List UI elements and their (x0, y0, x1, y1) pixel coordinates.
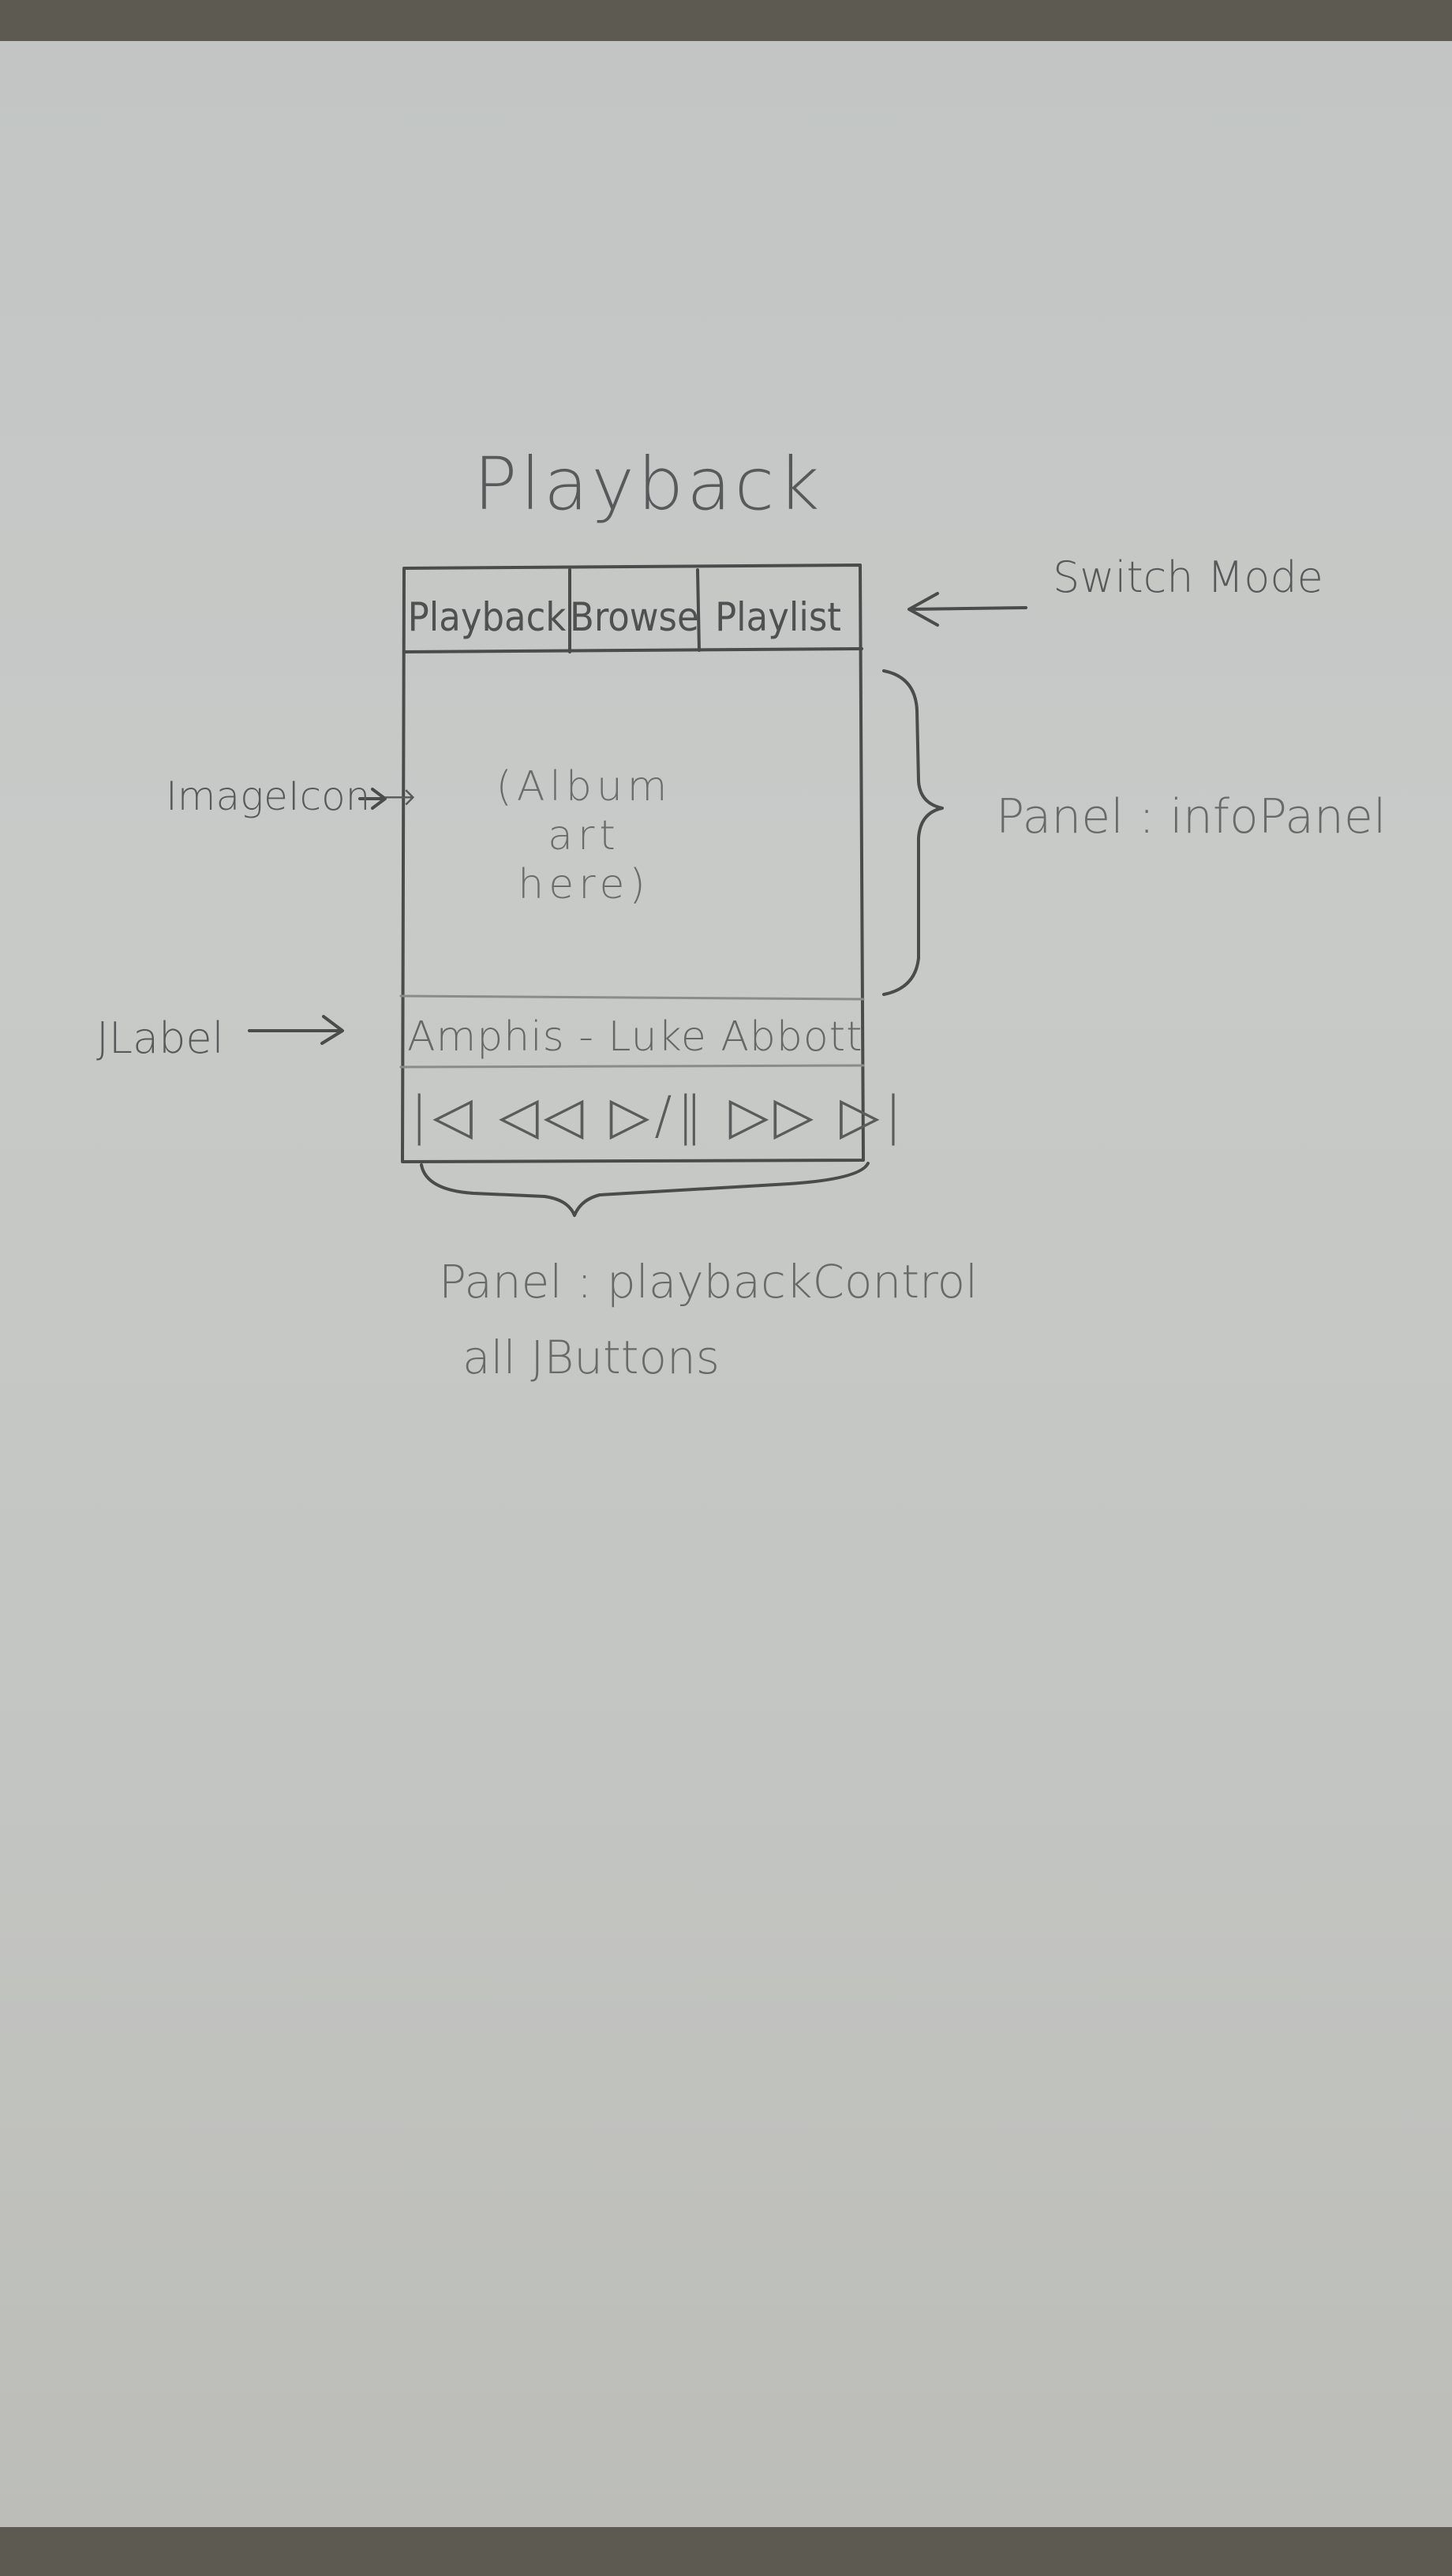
annotation-info-panel: Panel : infoPanel (996, 789, 1387, 844)
tab-separator-2 (696, 568, 701, 652)
switch-mode-arrow (908, 592, 1027, 627)
label-row-top (399, 994, 865, 1001)
frame-outline (401, 564, 865, 1163)
tab-playback[interactable]: Playback (407, 594, 567, 640)
playback-controls[interactable]: |◁ ◁◁ ▷/‖ ▷▷ ▷| (410, 1085, 907, 1146)
image-icon-arrow (358, 788, 387, 810)
annotation-playback-control: Panel : playbackControl (439, 1255, 979, 1309)
annotation-image-icon: ImageIcon → (166, 773, 417, 819)
album-art-placeholder: (Album art here) (496, 763, 672, 908)
tab-bar-divider (402, 647, 863, 653)
now-playing-label: Amphis - Luke Abbott (407, 1013, 863, 1061)
annotation-all-jbuttons: all JButtons (462, 1331, 720, 1384)
info-panel-brace (882, 669, 944, 996)
playback-control-brace (420, 1162, 870, 1217)
annotation-jlabel: JLabel (96, 1013, 224, 1063)
label-row-bottom (399, 1064, 865, 1069)
tab-browse[interactable]: Browse (570, 594, 699, 640)
tab-playlist[interactable]: Playlist (715, 594, 841, 640)
jlabel-arrow (248, 1015, 344, 1045)
paper-sheet (0, 41, 1452, 2527)
annotation-switch-mode: Switch Mode (1053, 552, 1323, 602)
page-title: Playback (473, 442, 823, 526)
